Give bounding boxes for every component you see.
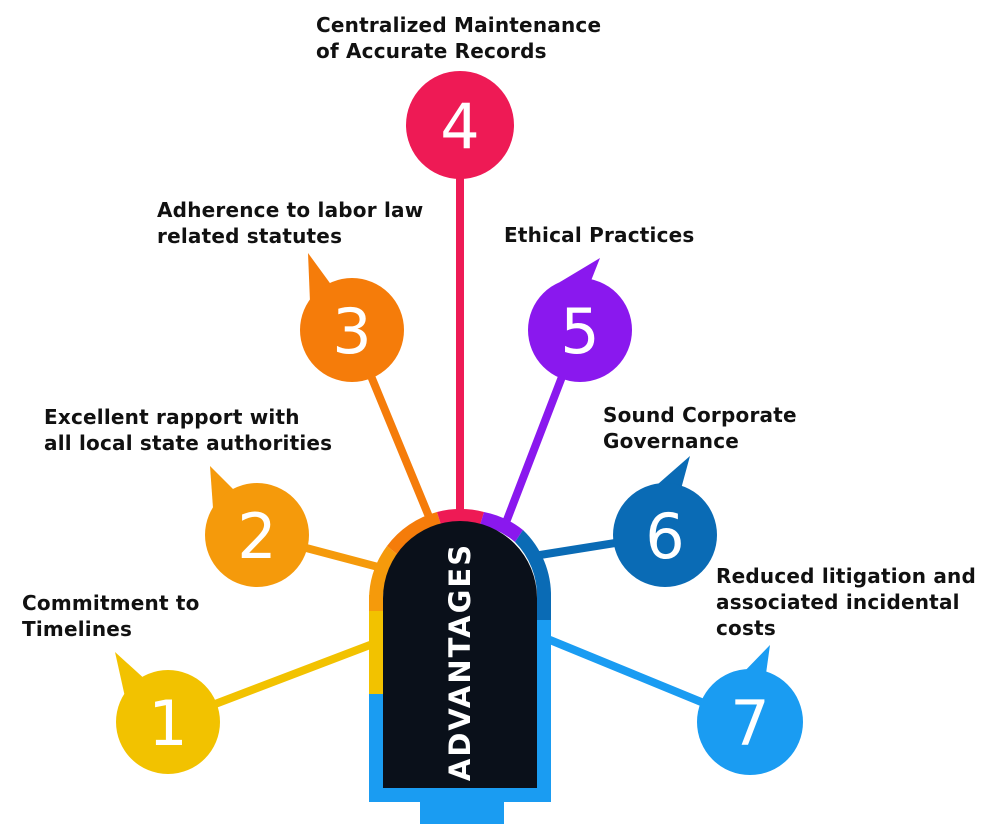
label-3-line-1: Adherence to labor law bbox=[157, 198, 424, 222]
label-7-line-1: Reduced litigation and bbox=[716, 564, 976, 588]
bubble-3: 3 bbox=[300, 253, 404, 382]
label-7: Reduced litigation and associated incide… bbox=[716, 563, 976, 641]
label-6: Sound Corporate Governance bbox=[603, 402, 797, 454]
bubble-2: 2 bbox=[205, 466, 309, 587]
label-4-line-2: of Accurate Records bbox=[316, 39, 547, 63]
center-capsule: ADVANTAGES bbox=[369, 508, 552, 824]
bubble-4-number: 4 bbox=[440, 90, 479, 163]
bubble-4-circle bbox=[406, 71, 514, 179]
bubble-4: 4 bbox=[406, 71, 514, 179]
bubble-6-circle bbox=[613, 483, 717, 587]
capsule-ring-5 bbox=[480, 512, 523, 542]
label-7-line-2: associated incidental bbox=[716, 590, 960, 614]
label-4: Centralized Maintenance of Accurate Reco… bbox=[316, 12, 601, 64]
bubble-1-number: 1 bbox=[148, 687, 187, 760]
label-1-line-1: Commitment to bbox=[22, 591, 200, 615]
label-5: Ethical Practices bbox=[504, 222, 695, 248]
label-3-line-2: related statutes bbox=[157, 224, 343, 248]
bubble-6: 6 bbox=[613, 456, 717, 587]
bubble-1-circle bbox=[116, 670, 220, 774]
bubble-7: 7 bbox=[697, 645, 803, 775]
bubble-2-circle bbox=[205, 483, 309, 587]
label-3: Adherence to labor law related statutes bbox=[157, 197, 423, 249]
center-label: ADVANTAGES bbox=[443, 543, 477, 781]
label-5-line-1: Ethical Practices bbox=[504, 223, 695, 247]
label-4-line-1: Centralized Maintenance bbox=[316, 13, 602, 37]
label-6-line-1: Sound Corporate bbox=[603, 403, 797, 427]
bubble-5-circle bbox=[528, 278, 632, 382]
bubble-1: 1 bbox=[115, 652, 220, 774]
bubble-7-circle bbox=[697, 669, 803, 775]
bubble-5: 5 bbox=[528, 258, 632, 382]
bubble-7-number: 7 bbox=[730, 687, 769, 760]
label-2-line-2: all local state authorities bbox=[44, 431, 333, 455]
capsule-ring-4 bbox=[437, 508, 484, 525]
label-6-line-2: Governance bbox=[603, 429, 740, 453]
bubble-6-number: 6 bbox=[645, 500, 684, 573]
label-1-line-2: Timelines bbox=[22, 617, 133, 641]
bubble-2-number: 2 bbox=[237, 500, 276, 573]
capsule-ring-6 bbox=[515, 530, 552, 620]
bubble-3-number: 3 bbox=[332, 295, 371, 368]
capsule-ring-2 bbox=[369, 546, 398, 611]
label-1: Commitment to Timelines bbox=[22, 590, 200, 642]
bubble-3-circle bbox=[300, 278, 404, 382]
bubble-5-number: 5 bbox=[560, 295, 599, 368]
capsule-core bbox=[383, 521, 537, 788]
label-2: Excellent rapport with all local state a… bbox=[44, 404, 332, 456]
label-7-line-3: costs bbox=[716, 616, 776, 640]
label-2-line-1: Excellent rapport with bbox=[44, 405, 300, 429]
connector-lines bbox=[164, 121, 754, 726]
capsule-ring-3 bbox=[387, 512, 441, 555]
